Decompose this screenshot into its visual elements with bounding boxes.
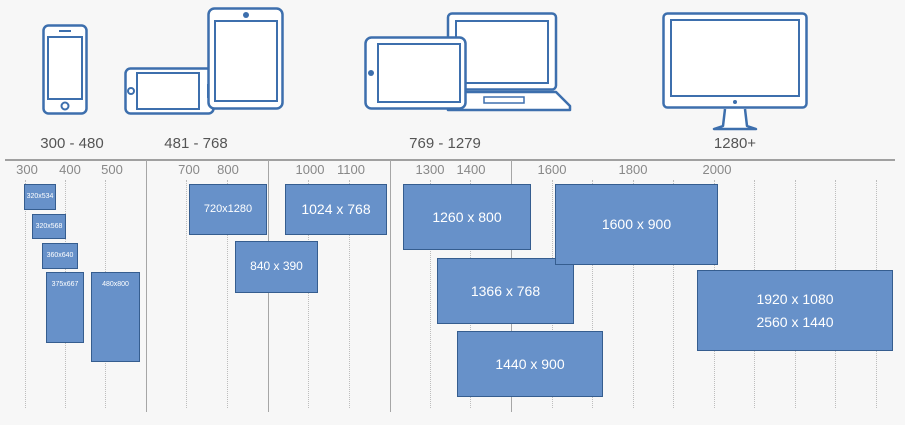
resolution-box-320x534: 320x534 [24, 184, 56, 210]
group-separator [390, 160, 391, 412]
axis-tick-label: 1300 [415, 162, 445, 177]
resolution-box-1600x900: 1600 x 900 [555, 184, 718, 265]
range-label-mobile: 300 - 480 [40, 135, 104, 152]
resolution-label: 320x534 [26, 193, 54, 200]
resolution-box-720x1280: 720x1280 [189, 184, 267, 235]
grid-line [186, 180, 187, 408]
tablet-landscape-icon [364, 36, 467, 110]
range-label-desktop: 1280+ [713, 135, 757, 152]
axis-tick-label: 1000 [295, 162, 325, 177]
resolution-label: 840 x 390 [250, 259, 303, 274]
axis-tick-label: 800 [217, 162, 239, 177]
group-separator [146, 160, 147, 412]
grid-line [633, 180, 634, 408]
grid-line [308, 180, 309, 408]
resolution-box-1024x768: 1024 x 768 [285, 184, 387, 235]
resolution-box-320x568: 320x568 [32, 214, 66, 239]
axis-tick-label: 1600 [537, 162, 567, 177]
resolution-label: 1600 x 900 [601, 216, 672, 233]
axis-tick-label: 500 [101, 162, 123, 177]
grid-line [25, 180, 26, 408]
grid-line [592, 180, 593, 408]
grid-line [673, 180, 674, 408]
resolution-label: 375x667 [51, 281, 79, 288]
resolution-label: 720x1280 [203, 202, 253, 215]
resolution-box-375x667: 375x667 [46, 272, 84, 343]
resolution-box-1366x768: 1366 x 768 [437, 258, 574, 324]
resolution-box-360x640: 360x640 [42, 243, 78, 269]
resolution-label: 360x640 [46, 252, 74, 259]
resolution-label: 2560 x 1440 [756, 313, 834, 330]
resolution-box-1920x1080: 1920 x 1080 2560 x 1440 [697, 270, 893, 351]
resolution-box-840x390: 840 x 390 [235, 241, 318, 293]
range-label-tablet: 481 - 768 [164, 135, 228, 152]
grid-line [227, 180, 228, 408]
resolution-label: 1260 x 800 [432, 208, 502, 225]
resolution-box-1260x800: 1260 x 800 [403, 184, 531, 250]
axis-line [5, 159, 895, 161]
smartphone-landscape-icon [124, 67, 215, 115]
axis-tick-label: 400 [59, 162, 81, 177]
laptop-icon [446, 12, 572, 112]
axis-tick-label: 1400 [456, 162, 486, 177]
grid-line [349, 180, 350, 408]
resolution-label: 480x800 [102, 281, 129, 288]
axis-tick-label: 300 [16, 162, 38, 177]
tablet-icon [207, 7, 284, 110]
resolution-box-480x800: 480x800 [91, 272, 140, 362]
monitor-icon [662, 12, 808, 131]
resolution-label: 1366 x 768 [470, 282, 541, 299]
grid-line [430, 180, 431, 408]
range-label-laptop: 769 - 1279 [409, 135, 481, 152]
smartphone-icon [42, 24, 88, 115]
axis-tick-label: 1100 [337, 162, 365, 177]
axis-tick-label: 2000 [702, 162, 732, 177]
axis-tick-label: 700 [178, 162, 200, 177]
resolution-label: 1024 x 768 [301, 201, 371, 218]
resolution-label: 1920 x 1080 [756, 291, 834, 308]
resolution-box-1440x900: 1440 x 900 [457, 331, 603, 397]
resolution-label: 1440 x 900 [495, 355, 565, 372]
resolution-label: 320x568 [35, 223, 63, 230]
axis-tick-label: 1800 [618, 162, 648, 177]
